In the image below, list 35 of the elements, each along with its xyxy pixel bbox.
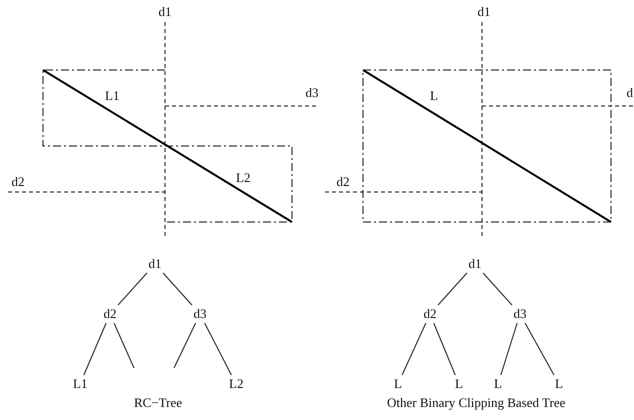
tree-node-label: d2 — [104, 307, 116, 321]
partition-label: d — [626, 86, 633, 100]
tree-node-label: L — [494, 377, 502, 391]
tree-branch — [118, 272, 148, 306]
tree-node-label: L2 — [229, 377, 244, 391]
tree-branch — [174, 322, 196, 368]
tree-node-label: d3 — [514, 307, 526, 321]
tree-branch — [524, 322, 554, 376]
tree-caption: Other Binary Clipping Based Tree — [387, 396, 566, 410]
tree-node-label: d1 — [148, 257, 162, 271]
tree-node-label: L — [455, 377, 463, 391]
partition-label: d1 — [478, 5, 490, 19]
segment-label: L — [430, 89, 438, 103]
partition-label: d1 — [158, 5, 172, 19]
segment-label: L2 — [236, 171, 250, 185]
tree-node-label: d3 — [194, 307, 206, 321]
tree-branch — [402, 322, 426, 376]
tree-branch — [482, 272, 512, 306]
tree-branch — [162, 272, 192, 306]
partition-label: d2 — [336, 175, 350, 189]
tree-node-label: L — [394, 377, 402, 391]
tree-branch — [114, 322, 134, 368]
tree-branch — [500, 322, 518, 376]
tree-node-label: d2 — [424, 307, 436, 321]
tree-caption: RC−Tree — [134, 396, 182, 410]
tree-branch — [438, 272, 468, 306]
segment-label: L1 — [105, 89, 120, 103]
tree-branch — [83, 322, 107, 376]
partition-label: d2 — [12, 175, 24, 189]
tree-branch — [204, 322, 232, 376]
tree-node-label: L — [555, 377, 563, 391]
tree-node-label: d1 — [468, 257, 482, 271]
tree-node-label: L1 — [73, 377, 88, 391]
partition-label: d3 — [306, 86, 318, 100]
tree-branch — [433, 322, 456, 376]
